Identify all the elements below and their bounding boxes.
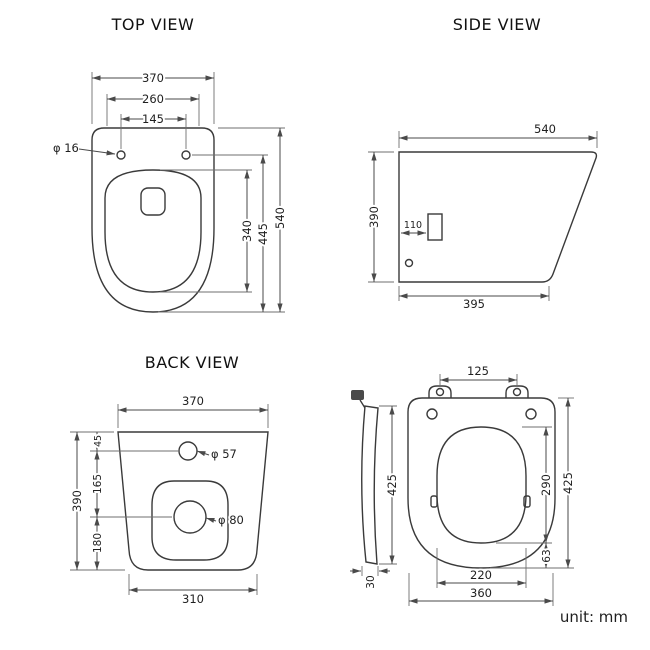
back-view-title: BACK VIEW xyxy=(145,353,239,372)
leader-line xyxy=(205,517,217,523)
seat-opening-outline xyxy=(104,169,202,293)
top-view-title: TOP VIEW xyxy=(111,15,195,34)
dim-seat-length: 425 xyxy=(561,472,575,494)
seat-bumper-right xyxy=(523,495,531,508)
top-view-extension-lines xyxy=(91,72,285,313)
hinge-damper-stem xyxy=(359,399,366,409)
hinge-boss-left xyxy=(426,408,438,420)
side-view-extension-lines xyxy=(368,131,598,301)
outlet-housing xyxy=(151,480,229,561)
dim-tank-width: 260 xyxy=(142,92,164,106)
unit-label: unit: mm xyxy=(560,608,628,626)
hinge-pin-left xyxy=(435,387,445,397)
dim-hinge-spacing: 125 xyxy=(467,364,489,378)
hinge-tab-right xyxy=(505,385,529,398)
side-profile-outline xyxy=(398,151,598,283)
mount-hole-left xyxy=(116,150,126,160)
dim-height: 390 xyxy=(70,490,84,512)
dim-bowl-depth: 340 xyxy=(240,220,254,242)
back-view-drawing xyxy=(117,431,269,571)
dim-opening-length: 290 xyxy=(539,474,553,496)
inlet-hole xyxy=(178,441,198,461)
dim-inlet-to-outlet: 165 xyxy=(92,474,104,494)
dim-inlet-diameter: φ 57 xyxy=(211,447,237,461)
dim-base-width: 310 xyxy=(182,592,204,606)
dim-overall-depth: 540 xyxy=(534,122,556,136)
dim-profile-thickness: 30 xyxy=(365,575,377,588)
wall-bracket xyxy=(427,213,443,241)
leader-line xyxy=(78,148,116,156)
top-view-dimension-lines xyxy=(78,75,283,312)
dim-overall-width: 370 xyxy=(142,71,164,85)
seat-drawing xyxy=(351,385,556,569)
side-view-title: SIDE VIEW xyxy=(453,15,541,34)
top-view-drawing xyxy=(91,127,215,313)
back-view-dimension-lines xyxy=(74,407,268,593)
dim-tail-length: 63 xyxy=(541,549,553,562)
side-view: SIDE VIEW 540 390 110 395 xyxy=(365,15,598,311)
mount-hole-right xyxy=(181,150,191,160)
outlet-hole xyxy=(173,500,207,534)
dim-overall-depth: 540 xyxy=(273,207,287,229)
dim-profile-length: 425 xyxy=(385,474,399,496)
hinge-boss-right xyxy=(525,408,537,420)
seat-lid-outline xyxy=(407,397,556,569)
dim-outlet-to-floor: 180 xyxy=(92,533,104,553)
dim-opening-width: 220 xyxy=(470,568,492,582)
back-outline xyxy=(117,431,269,571)
seat-side-profile xyxy=(361,405,379,565)
seat-dimension-lines xyxy=(350,377,571,604)
dim-hole-diameter: φ 16 xyxy=(53,141,79,155)
toilet-outline xyxy=(91,127,215,313)
fixing-hole xyxy=(404,258,414,268)
dim-seat-depth: 445 xyxy=(256,223,270,245)
dim-base-depth: 395 xyxy=(463,297,485,311)
hinge-tab-left xyxy=(428,385,452,398)
top-view: TOP VIEW xyxy=(53,15,289,313)
hinge-pin-right xyxy=(512,387,522,397)
flush-detail xyxy=(140,187,166,216)
dim-height: 390 xyxy=(367,206,381,228)
dim-inlet-offset: 45 xyxy=(93,435,104,447)
seat-bumper-left xyxy=(430,495,438,508)
dim-outlet-diameter: φ 80 xyxy=(218,513,244,527)
hinge-damper-icon xyxy=(351,390,364,400)
side-view-dimension-lines xyxy=(371,135,597,299)
side-view-drawing xyxy=(398,151,598,283)
dim-hole-spacing: 145 xyxy=(142,112,164,126)
dim-seat-width: 360 xyxy=(470,586,492,600)
dim-overall-width: 370 xyxy=(182,394,204,408)
back-view: BACK VIEW 370 45 xyxy=(68,353,269,606)
dim-bracket-offset: 110 xyxy=(404,220,422,231)
seat-view: 125 425 30 425 290 63 220 360 xyxy=(350,364,577,606)
seat-opening-outline xyxy=(436,426,527,544)
leader-line xyxy=(196,450,210,457)
